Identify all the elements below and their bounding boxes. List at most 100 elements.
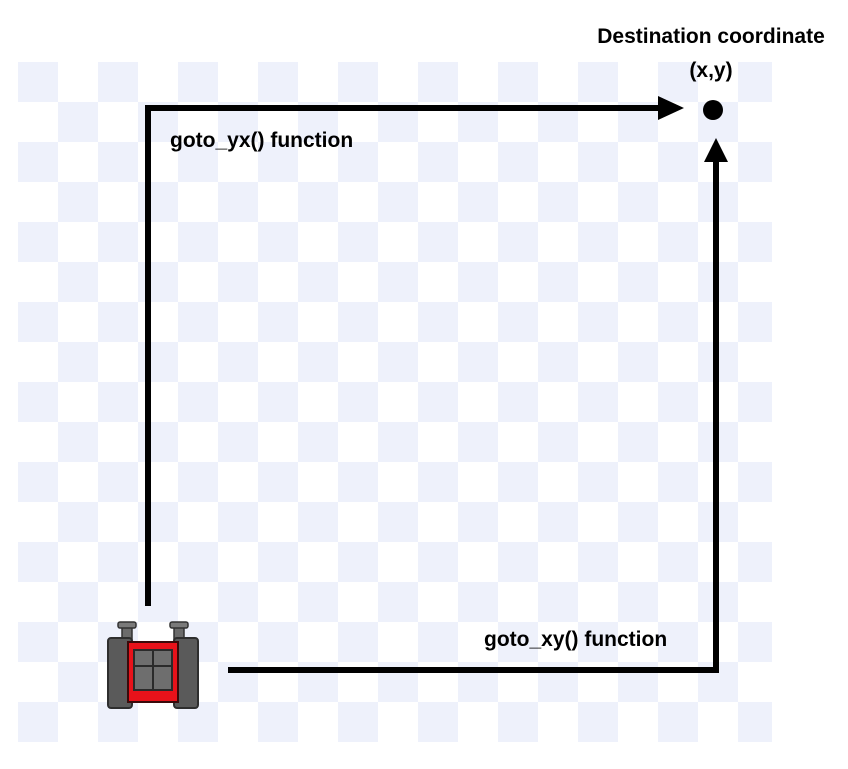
checker-cell: [378, 542, 418, 582]
checker-cell: [418, 222, 458, 262]
checker-cell: [498, 382, 538, 422]
checker-cell: [418, 262, 458, 302]
checker-cell: [458, 462, 498, 502]
checker-cell: [58, 622, 98, 662]
checker-cell: [538, 62, 578, 102]
checker-cell: [138, 382, 178, 422]
checker-cell: [458, 382, 498, 422]
checker-cell: [658, 222, 698, 262]
checker-cell: [538, 622, 578, 662]
checker-cell: [218, 422, 258, 462]
checker-cell: [218, 182, 258, 222]
checker-cell: [258, 62, 298, 102]
checker-cell: [658, 542, 698, 582]
checker-cell: [378, 302, 418, 342]
checker-cell: [298, 142, 338, 182]
checker-cell: [658, 502, 698, 542]
checker-cell: [98, 462, 138, 502]
checker-cell: [98, 542, 138, 582]
checker-cell: [418, 462, 458, 502]
checker-cell: [498, 182, 538, 222]
checker-cell: [658, 622, 698, 662]
checker-cell: [298, 622, 338, 662]
checker-cell: [538, 702, 578, 742]
checker-cell: [738, 502, 772, 542]
checker-cell: [18, 462, 58, 502]
goto-xy-arrowhead: [704, 138, 728, 162]
checker-cell: [458, 62, 498, 102]
checker-cell: [418, 542, 458, 582]
checker-cell: [58, 462, 98, 502]
checker-cell: [658, 462, 698, 502]
checker-cell: [178, 542, 218, 582]
checker-cell: [338, 142, 378, 182]
goto-yx-label: goto_yx() function: [170, 129, 353, 152]
checker-cell: [378, 382, 418, 422]
checker-cell: [338, 382, 378, 422]
checker-cell: [18, 422, 58, 462]
checker-cell: [218, 262, 258, 302]
checker-cell: [458, 702, 498, 742]
checker-cell: [338, 62, 378, 102]
checker-cell: [138, 262, 178, 302]
checker-cell: [538, 582, 578, 622]
checker-cell: [498, 62, 538, 102]
checker-cell: [258, 582, 298, 622]
checker-cell: [618, 62, 658, 102]
checker-cell: [378, 582, 418, 622]
checker-cell: [538, 142, 578, 182]
checker-cell: [578, 542, 618, 582]
checker-cell: [618, 582, 658, 622]
checker-cell: [538, 542, 578, 582]
checker-cell: [458, 342, 498, 382]
checker-cell: [98, 582, 138, 622]
checker-cell: [498, 262, 538, 302]
checker-cell: [138, 502, 178, 542]
checker-cell: [258, 622, 298, 662]
checker-cell: [378, 182, 418, 222]
checker-cell: [378, 262, 418, 302]
checker-cell: [298, 462, 338, 502]
checker-cell: [98, 62, 138, 102]
checker-cell: [58, 542, 98, 582]
checker-cell: [378, 702, 418, 742]
checker-cell: [338, 702, 378, 742]
checker-cell: [178, 182, 218, 222]
checker-cell: [618, 382, 658, 422]
checker-cell: [18, 542, 58, 582]
checker-cell: [218, 342, 258, 382]
checker-cell: [738, 662, 772, 702]
checker-cell: [98, 222, 138, 262]
checker-cell: [418, 582, 458, 622]
checker-cell: [338, 542, 378, 582]
checker-cell: [418, 702, 458, 742]
checker-cell: [658, 142, 698, 182]
checker-cell: [378, 502, 418, 542]
checker-cell: [458, 182, 498, 222]
goto-yx-arrowhead: [658, 96, 684, 120]
checker-cell: [658, 182, 698, 222]
checker-cell: [218, 622, 258, 662]
checker-cell: [258, 542, 298, 582]
checker-cell: [18, 382, 58, 422]
checker-cell: [218, 142, 258, 182]
checker-cell: [98, 422, 138, 462]
checker-cell: [658, 702, 698, 742]
checker-cell: [178, 582, 218, 622]
checker-cell: [218, 462, 258, 502]
goto-yx-path: [145, 105, 662, 606]
checker-cell: [338, 502, 378, 542]
checker-cell: [378, 462, 418, 502]
checker-cell: [98, 502, 138, 542]
checker-cell: [218, 222, 258, 262]
checker-cell: [458, 622, 498, 662]
checker-cell: [698, 62, 738, 102]
checker-cell: [578, 462, 618, 502]
checker-cell: [58, 662, 98, 702]
checker-cell: [298, 702, 338, 742]
checker-cell: [378, 422, 418, 462]
checker-cell: [58, 102, 98, 142]
checker-cell: [338, 462, 378, 502]
checker-cell: [58, 262, 98, 302]
checker-cell: [18, 342, 58, 382]
